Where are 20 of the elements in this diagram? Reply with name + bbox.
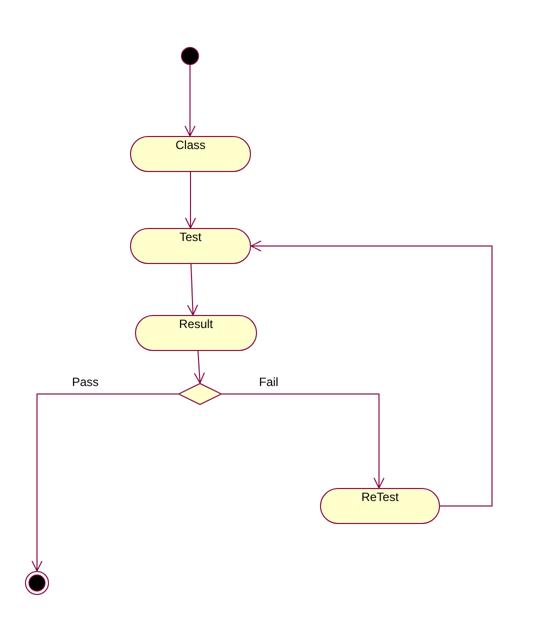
arrow: [185, 172, 196, 228]
end-state-circle: [25, 571, 49, 595]
arrow: [184, 64, 196, 136]
activity-box: [130, 228, 251, 264]
edge-label: Pass: [71, 375, 100, 389]
activity-box: [320, 488, 440, 524]
activity-label: Class: [175, 138, 206, 152]
arrow: [187, 264, 198, 316]
start-state-circle: [181, 47, 199, 65]
arrow: [194, 350, 205, 384]
arrow: [250, 240, 492, 506]
activity-box: [135, 315, 257, 351]
decision-diamond: [178, 383, 222, 405]
activity-label: Result: [178, 317, 213, 331]
arrow: [32, 394, 178, 572]
arrow: [222, 394, 384, 488]
edge-label: Fail: [258, 375, 280, 389]
activity-box: [130, 136, 251, 172]
activity-label: ReTest: [361, 490, 399, 504]
activity-label: Test: [179, 230, 202, 244]
